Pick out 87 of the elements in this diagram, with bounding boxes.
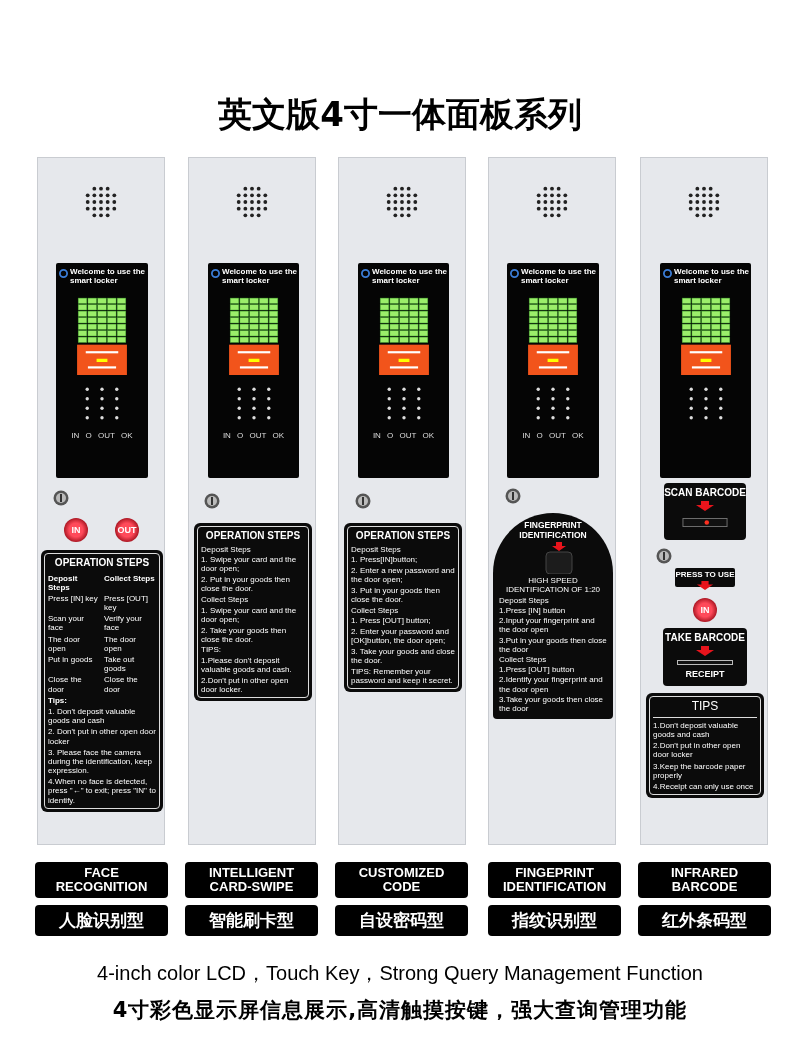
key-labels: IN O OUT OK bbox=[221, 431, 286, 442]
footer-text: 4寸彩色显示屏信息展示,高清触摸按键，强大查询管理功能 bbox=[111, 997, 689, 1024]
section-heading: Tips: bbox=[48, 695, 68, 705]
instruction-text: Collect Steps bbox=[499, 655, 548, 665]
key-labels: IN O OUT OK bbox=[371, 431, 436, 442]
locker-panel bbox=[338, 157, 466, 845]
welcome-text: Welcome to use the smart locker bbox=[674, 268, 749, 286]
key-labels: IN O OUT OK bbox=[521, 431, 585, 442]
push-button: IN bbox=[64, 518, 88, 542]
step-text: Put in goods bbox=[48, 655, 94, 666]
panel-label: PRESS TO USE bbox=[675, 568, 735, 587]
push-button: IN bbox=[693, 598, 717, 622]
instruction-text: 3.Put in your goods then close the door bbox=[499, 635, 607, 655]
tip-text: 1. Don't deposit valuable goods and cash bbox=[48, 706, 137, 726]
tip-text: 2.Don't put in other open door locker bbox=[653, 741, 742, 760]
instruction-text: 1.Please don't deposit valuable goods and cash. bbox=[201, 656, 293, 675]
instruction-text: 3. Take your goods and close the door. bbox=[351, 646, 455, 666]
step-text: Press [IN] key bbox=[48, 593, 99, 605]
instruction-text: 2. Enter a new password and the door open; bbox=[351, 565, 455, 585]
locker-panel bbox=[640, 157, 768, 845]
caption-tag: FINGEPRINT IDENTIFICATION bbox=[488, 862, 621, 898]
instruction-text: 2. Enter your password and [OK]button, the door open; bbox=[351, 627, 450, 646]
instruction-text: Collect Steps bbox=[201, 594, 250, 605]
step-text: Take out goods bbox=[104, 655, 136, 674]
instruction-text: 2.Input your fingerprint and the door open bbox=[499, 616, 596, 635]
instruction-text: 2.Don't put in other open door locker. bbox=[201, 675, 290, 695]
card-heading: TIPS bbox=[653, 700, 757, 718]
welcome-text: Welcome to use the smart locker bbox=[70, 268, 146, 286]
card-heading: FINGERPRINT IDENTIFICATION bbox=[518, 521, 588, 541]
step-text: Close the door bbox=[48, 675, 83, 694]
footer-text: 4-inch color LCD，Touch Key，Strong Query Management Function bbox=[96, 961, 704, 986]
instruction-text: 1.Press [OUT] button bbox=[499, 665, 576, 675]
instruction-text: 1. Press [OUT] button; bbox=[351, 616, 432, 626]
instruction-text: 1. Press[IN]button; bbox=[351, 555, 419, 565]
section-heading: Deposit Steps bbox=[48, 573, 79, 592]
welcome-text: Welcome to use the smart locker bbox=[521, 268, 597, 286]
instruction-text: Collect Steps bbox=[351, 605, 400, 615]
instruction-text: 1. Swipe your card and the door open; bbox=[201, 555, 298, 574]
instruction-text: TIPS: Remember your password and keep it secret. bbox=[351, 666, 454, 686]
locker-panel bbox=[188, 157, 316, 845]
key-labels: IN O OUT OK bbox=[70, 431, 134, 442]
step-text: Verify your face bbox=[104, 614, 143, 633]
section-heading: Collect Steps bbox=[104, 573, 156, 585]
tip-text: 3. Please face the camera during the identification, keep expression. bbox=[48, 747, 154, 776]
caption-tag: 红外条码型 bbox=[638, 905, 771, 936]
instruction-text: 1. Swipe your card and the door open; bbox=[201, 605, 298, 624]
instruction-text: TIPS: bbox=[201, 645, 222, 655]
step-text: Press [OUT] key bbox=[104, 593, 149, 613]
caption-tag: 指纹识别型 bbox=[488, 905, 621, 936]
panel-label: TAKE BARCODE bbox=[664, 632, 746, 643]
instruction-text: Deposit Steps bbox=[499, 595, 550, 606]
subtitle-text: HIGH SPEED IDENTIFICATION OF 1:20 bbox=[504, 575, 602, 594]
caption-tag: 智能刷卡型 bbox=[185, 905, 318, 936]
tip-text: 4.Receipt can only use once bbox=[653, 781, 755, 792]
caption-tag: INTELLIGENT CARD-SWIPE bbox=[185, 862, 318, 898]
welcome-text: Welcome to use the smart locker bbox=[222, 268, 297, 286]
tip-text: 3.Keep the barcode paper properly bbox=[653, 761, 747, 780]
step-text: The door open bbox=[104, 634, 138, 653]
tip-text: 4.When no face is detected, press "←" to exit; press "IN" to identify. bbox=[48, 777, 156, 805]
tip-text: 2. Don't put in other open door locker bbox=[48, 727, 156, 746]
instruction-text: 2.Identify your fingerprint and the door open bbox=[499, 675, 604, 694]
tip-text: 1.Don't deposit valuable goods and cash bbox=[653, 720, 740, 740]
step-text: The door open bbox=[48, 634, 82, 653]
caption-tag: INFRARED BARCODE bbox=[638, 862, 771, 898]
instruction-text: 1.Press [IN] button bbox=[499, 606, 567, 616]
welcome-text: Welcome to use the smart locker bbox=[372, 268, 447, 286]
instruction-text: Deposit Steps bbox=[351, 544, 402, 554]
panel-label: RECEIPT bbox=[684, 669, 726, 681]
page-title: 英文版4寸一体面板系列 bbox=[217, 93, 583, 136]
instruction-text: Deposit Steps bbox=[201, 544, 252, 554]
push-button: OUT bbox=[115, 518, 139, 542]
caption-tag: 人脸识别型 bbox=[35, 905, 168, 936]
instruction-text: 2. Put in your goods then close the door. bbox=[201, 575, 291, 594]
card-heading: OPERATION STEPS bbox=[204, 530, 302, 542]
step-text: Close the door bbox=[104, 675, 139, 694]
card-heading: OPERATION STEPS bbox=[354, 530, 452, 542]
step-text: Scan your face bbox=[48, 614, 86, 633]
caption-tag: CUSTOMIZED CODE bbox=[335, 862, 468, 898]
locker-panel bbox=[488, 157, 616, 845]
instruction-text: 3.Take your goods then close the door bbox=[499, 694, 605, 714]
instruction-text: 3. Put in your goods then close the door. bbox=[351, 585, 441, 605]
locker-panel bbox=[37, 157, 165, 845]
instruction-text: 2. Take your goods then close the door. bbox=[201, 625, 288, 644]
panel-label: SCAN BARCODE bbox=[664, 487, 746, 498]
caption-tag: FACE RECOGNITION bbox=[35, 862, 168, 898]
caption-tag: 自设密码型 bbox=[335, 905, 468, 936]
card-heading: OPERATION STEPS bbox=[53, 557, 151, 569]
